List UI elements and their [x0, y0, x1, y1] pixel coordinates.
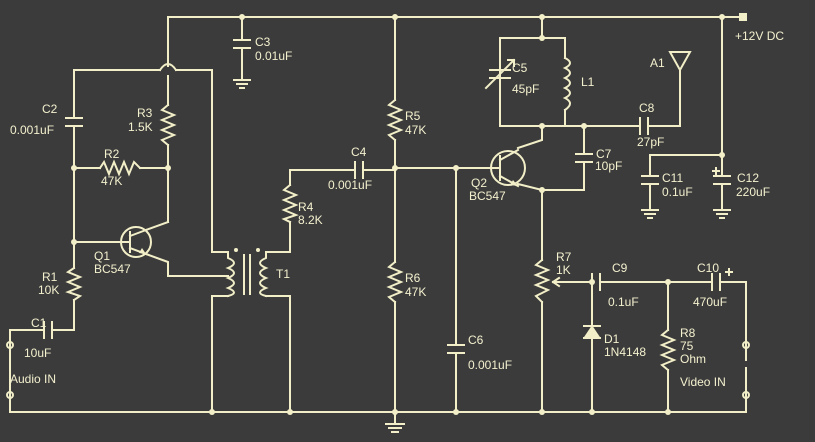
transistor-q2	[490, 148, 526, 188]
r8-value: 75	[680, 339, 694, 353]
r1-value: 10K	[38, 283, 59, 297]
c5-value: 45pF	[512, 82, 539, 96]
crossover-hop	[158, 63, 178, 72]
c3-value: 0.01uF	[255, 49, 292, 63]
r6-value: 47K	[405, 285, 426, 299]
r1-name: R1	[42, 270, 58, 284]
c7-name: C7	[596, 147, 612, 161]
c3-name: C3	[255, 35, 271, 49]
c6-name: C6	[468, 333, 484, 347]
r7-value: 1K	[556, 263, 571, 277]
inductor-l1	[562, 56, 571, 112]
ground-main	[385, 411, 405, 433]
r2-value: 47K	[101, 174, 122, 188]
ground-c12	[713, 209, 731, 219]
video-in-label: Video IN	[680, 375, 726, 389]
capacitor-c9	[591, 273, 601, 291]
r4-value: 8.2K	[298, 213, 323, 227]
resistor-r2	[98, 159, 142, 177]
audio-in-label: Audio IN	[10, 372, 56, 386]
wires	[9, 16, 747, 413]
terminals	[6, 341, 750, 399]
capacitor-c8	[639, 117, 649, 135]
capacitor-c3	[233, 39, 251, 49]
c2-name: C2	[42, 102, 58, 116]
c7-value: 10pF	[595, 159, 622, 173]
c10-value: 470uF	[693, 295, 727, 309]
c1-value: 10uF	[24, 346, 51, 360]
r5-name: R5	[405, 109, 421, 123]
capacitor-c4	[354, 161, 364, 179]
r3-value: 1.5K	[128, 120, 153, 134]
q2-value: BC547	[469, 189, 506, 203]
capacitor-c6	[447, 344, 465, 354]
l1-name: L1	[581, 75, 595, 89]
r4-name: R4	[298, 200, 314, 214]
r8-name: R8	[680, 326, 696, 340]
potentiometer-r7	[533, 258, 565, 304]
ground-c11	[641, 209, 659, 219]
c9-value: 0.1uF	[608, 295, 639, 309]
c8-name: C8	[639, 101, 655, 115]
c11-value: 0.1uF	[662, 185, 693, 199]
r8-unit: Ohm	[680, 352, 706, 366]
transistor-q1	[120, 226, 152, 258]
resistor-r6	[386, 260, 404, 304]
resistor-r3	[159, 103, 177, 147]
resistor-r8	[659, 328, 677, 372]
t1-name: T1	[276, 267, 290, 281]
r6-name: R6	[405, 271, 421, 285]
capacitor-c2	[65, 117, 83, 127]
c6-value: 0.001uF	[468, 358, 512, 372]
c4-value: 0.001uF	[328, 178, 372, 192]
r2-name: R2	[104, 147, 120, 161]
q1-value: BC547	[94, 262, 131, 276]
variable-capacitor-c5	[484, 37, 516, 127]
q1-name: Q1	[94, 249, 110, 263]
c2-value: 0.001uF	[10, 123, 54, 137]
ground-c3	[233, 79, 251, 89]
antenna-a1	[668, 51, 692, 73]
c12-value: 220uF	[736, 185, 770, 199]
capacitor-c12	[712, 167, 731, 185]
resistor-r1	[65, 266, 83, 302]
c5-name: C5	[512, 61, 528, 75]
capacitor-c7	[575, 153, 593, 163]
d1-value: 1N4148	[604, 345, 646, 359]
antenna-label: A1	[650, 56, 665, 70]
c9-name: C9	[612, 261, 628, 275]
capacitor-c1	[43, 321, 53, 339]
junction-dots	[71, 13, 747, 415]
q2-name: Q2	[471, 176, 487, 190]
resistor-r4	[281, 183, 299, 224]
c10-name: C10	[697, 261, 719, 275]
capacitor-c10	[711, 268, 733, 291]
d1-name: D1	[604, 332, 620, 346]
supply-label: +12V DC	[735, 29, 784, 43]
c12-name: C12	[737, 171, 759, 185]
diode-d1	[583, 317, 601, 339]
r5-value: 47K	[405, 123, 426, 137]
c4-name: C4	[351, 145, 367, 159]
capacitor-c11	[641, 175, 659, 185]
r7-name: R7	[556, 250, 572, 264]
r3-name: R3	[137, 106, 153, 120]
resistor-r5	[386, 98, 404, 142]
c11-name: C11	[662, 171, 683, 185]
c1-name: C1	[31, 316, 47, 330]
transformer-t1	[225, 248, 269, 298]
c8-value: 27pF	[637, 135, 664, 149]
